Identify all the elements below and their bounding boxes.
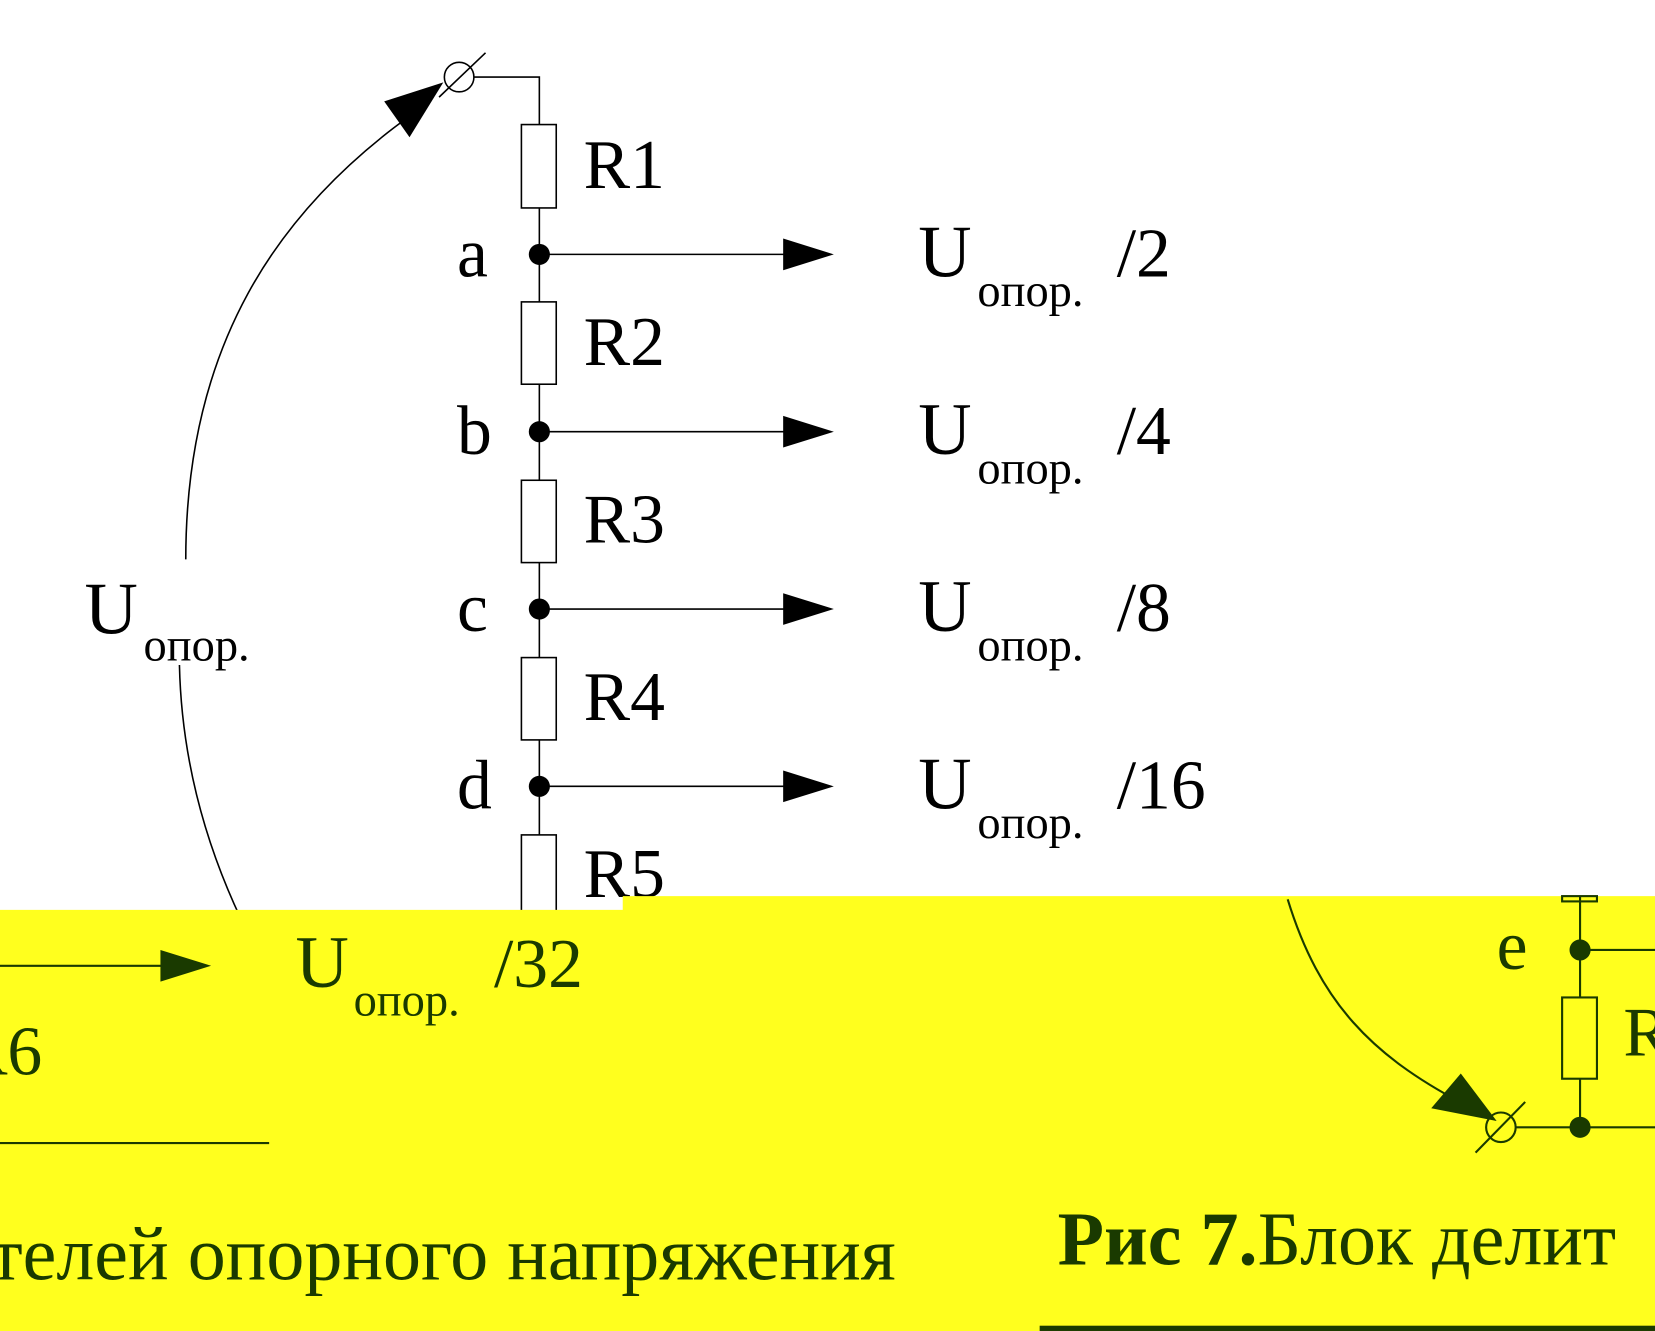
resistor-r3 (520, 479, 558, 564)
svg-text:U: U (918, 565, 971, 647)
input-voltage-label: U опор. (84, 567, 249, 671)
svg-text:/32: /32 (494, 926, 583, 1003)
node-label: a (457, 216, 488, 293)
resistor-right (1561, 996, 1599, 1080)
arrow-icon (783, 593, 834, 625)
node-label: c (457, 570, 488, 647)
output-label: U опор. /16 (918, 743, 1205, 850)
top-terminal (438, 52, 541, 835)
svg-text:U: U (84, 567, 137, 649)
node-label: e (1497, 908, 1528, 985)
figure-number: Рис 7. (1058, 1197, 1258, 1281)
arrow-icon (160, 949, 212, 982)
arrow-icon (384, 82, 444, 138)
resistor-r1 (520, 123, 558, 209)
resistor-r4 (520, 656, 558, 741)
arrow-icon (1431, 1073, 1497, 1121)
svg-text:/2: /2 (1117, 216, 1171, 293)
voltage-arc (178, 82, 444, 919)
caption-left: телей опорного напряжения (0, 1212, 896, 1296)
svg-text:опор.: опор. (977, 266, 1083, 317)
resistor-r2 (520, 301, 558, 386)
output-label: U опор. /2 (918, 211, 1171, 318)
resistor-label: R1 (584, 127, 665, 204)
overlay-content: U опор. /32 R6 e R телей опорного напряж… (0, 895, 1655, 1331)
figure-title: Блок делит (1258, 1197, 1617, 1281)
svg-text:опор.: опор. (977, 798, 1083, 849)
svg-text:U: U (296, 921, 349, 1003)
svg-text:U: U (918, 211, 971, 293)
resistor-label: R2 (584, 304, 665, 381)
resistor-label: R3 (584, 482, 665, 559)
resistor-label: R (1623, 995, 1655, 1072)
node-label: b (457, 393, 492, 470)
svg-text:/16: /16 (1117, 748, 1206, 825)
svg-text:опор.: опор. (354, 975, 460, 1026)
output-taps (528, 238, 834, 803)
arrow-icon (783, 238, 834, 271)
arrow-icon (783, 415, 834, 448)
overlay-block (0, 896, 1655, 1331)
output-label-32: U опор. /32 (296, 921, 583, 1026)
svg-text:опор.: опор. (977, 443, 1083, 494)
output-label: U опор. /4 (918, 388, 1171, 495)
resistor-label: R6 (0, 1014, 42, 1091)
svg-text:опор.: опор. (977, 621, 1083, 672)
output-label: U опор. /8 (918, 565, 1171, 672)
resistor-label: R4 (584, 659, 665, 736)
svg-text:опор.: опор. (144, 621, 250, 672)
caption-right: Рис 7.Блок делит (1058, 1197, 1617, 1281)
svg-text:/8: /8 (1117, 570, 1171, 647)
svg-text:U: U (918, 743, 971, 825)
arrow-icon (783, 770, 834, 803)
svg-text:U: U (918, 388, 971, 470)
svg-text:/4: /4 (1117, 393, 1171, 470)
node-label: d (457, 748, 492, 825)
